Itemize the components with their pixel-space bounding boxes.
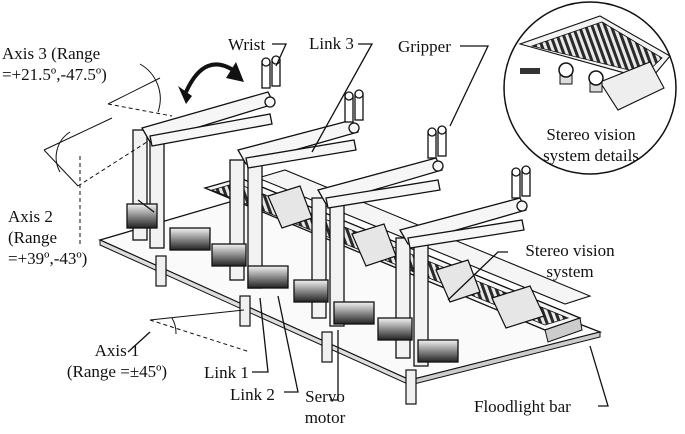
wrist-label: Wrist: [228, 35, 266, 54]
stereo-details-label: Stereo vision system details: [530, 124, 652, 166]
stereo-details-label-line1: Stereo vision: [546, 125, 636, 144]
axis3-label: Axis 3 (Range =+21.5º,-47.5º): [2, 43, 107, 85]
robot-arms: [126, 91, 528, 367]
axis1-label: Axis 1 (Range =±45º): [56, 340, 178, 382]
axis1-label-line2: (Range =±45º): [66, 362, 168, 381]
angle-guides: [43, 63, 251, 353]
floodlight-label: Floodlight bar: [474, 397, 571, 416]
axis1-label-line1: Axis 1: [94, 341, 140, 360]
link3-label: Link 3: [309, 34, 354, 53]
support-legs: [155, 255, 417, 405]
grippers: [261, 55, 531, 199]
axis3-rotation-arrow: [184, 62, 238, 93]
stereo-vision-label: Stereo vision system: [510, 240, 630, 282]
axis3-label-line2: =+21.5º,-47.5º): [2, 65, 107, 84]
servo-motor-label-line1: Servo: [305, 387, 345, 406]
axis2-label-line1: Axis 2: [8, 207, 53, 226]
stereo-vision-label-line1: Stereo vision: [525, 241, 615, 260]
stereo-vision-label-line2: system: [546, 262, 594, 281]
axis3-label-line1: Axis 3 (Range: [2, 44, 101, 63]
link2-label: Link 2: [230, 385, 275, 404]
gripper-label: Gripper: [398, 37, 451, 56]
leader-lines: [127, 43, 609, 407]
axis2-label: Axis 2 (Range =+39º,-43º): [8, 206, 87, 269]
link1-label: Link 1: [204, 363, 249, 382]
servo-motor-label-line2: motor: [304, 408, 346, 427]
axis2-label-line2: (Range: [8, 228, 58, 247]
axis2-label-line3: =+39º,-43º): [8, 249, 88, 268]
detail-inset-drawing: [518, 15, 671, 111]
servo-motor-label: Servo motor: [300, 386, 350, 428]
stereo-details-label-line2: system details: [543, 146, 639, 165]
